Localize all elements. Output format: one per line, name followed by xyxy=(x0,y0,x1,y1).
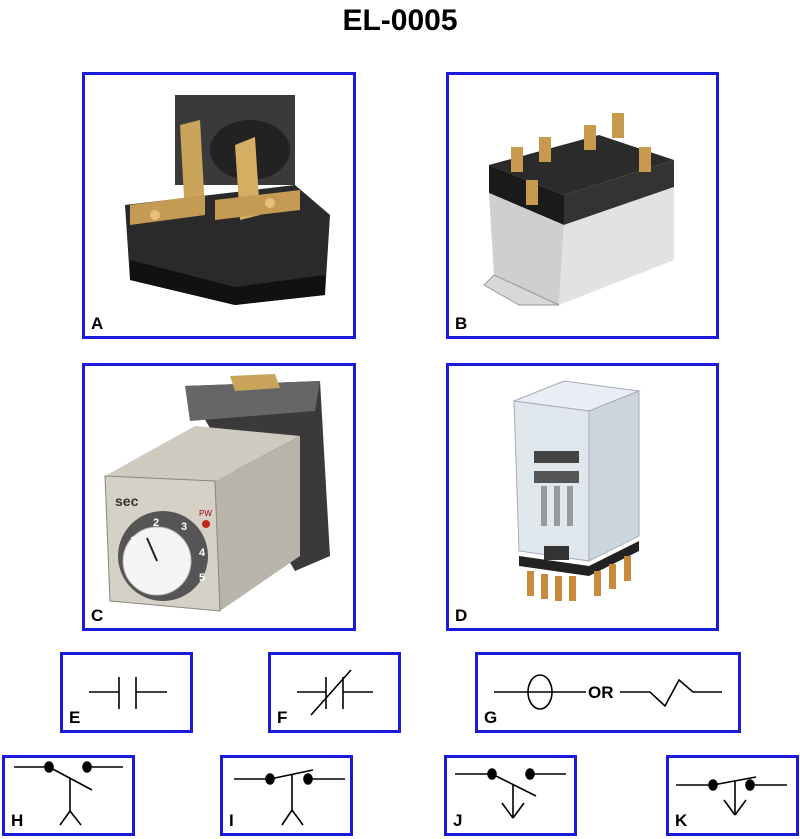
panel-label: E xyxy=(69,708,81,727)
dial-number: 1 xyxy=(130,535,136,547)
panel-c-timer-relay: sec PW 1 2 3 4 5 C xyxy=(82,363,356,631)
dial-number: 3 xyxy=(181,521,187,533)
panel-label: A xyxy=(91,314,104,333)
coil-zigzag-icon xyxy=(620,678,722,708)
panel-label: D xyxy=(455,606,468,625)
panel-label: H xyxy=(11,811,24,830)
panel-label: J xyxy=(453,811,463,830)
panel-g-coil-symbols: OR G xyxy=(475,652,741,733)
enclosed-relay-image xyxy=(483,113,674,306)
worksheet-title: EL-0005 xyxy=(342,4,458,37)
coil-symbols: OR xyxy=(494,674,722,710)
panel-label: F xyxy=(277,708,288,727)
panel-h-switch-symbol: H xyxy=(2,755,135,836)
normally-closed-switch-symbol xyxy=(234,769,345,826)
power-indicator-text: PW xyxy=(199,509,212,518)
panel-j-switch-symbol: J xyxy=(444,755,577,836)
dial-number: 2 xyxy=(153,517,159,529)
dial-number: 5 xyxy=(199,572,205,584)
timer-unit-text: sec xyxy=(115,493,139,509)
panel-b-enclosed-relay: B xyxy=(446,72,719,339)
normally-open-switch-arrow-symbol xyxy=(455,768,566,819)
panel-d-ice-cube-relay: D xyxy=(446,363,719,631)
panel-f-normally-closed-contact: F xyxy=(268,652,401,733)
timer-relay-image: sec PW 1 2 3 4 5 xyxy=(104,374,330,612)
panel-k-switch-symbol: K xyxy=(666,755,799,836)
dial-number: 4 xyxy=(199,547,206,559)
panel-e-normally-open-contact: E xyxy=(60,652,193,733)
normally-closed-switch-arrow-symbol xyxy=(676,776,787,816)
panel-label: C xyxy=(91,606,104,625)
ice-cube-relay-image xyxy=(512,380,641,601)
panel-i-switch-symbol: I xyxy=(220,755,353,836)
normally-open-switch-symbol xyxy=(14,761,123,826)
normally-closed-contact-symbol xyxy=(297,669,373,716)
panel-label: I xyxy=(229,811,234,830)
panel-label: G xyxy=(484,708,498,727)
normally-open-contact-symbol xyxy=(89,677,167,709)
panel-a-open-frame-relay: A xyxy=(82,72,356,339)
or-text: OR xyxy=(588,683,614,702)
panel-label: K xyxy=(675,811,688,830)
panel-label: B xyxy=(455,314,468,333)
open-frame-relay-image xyxy=(125,95,330,305)
coil-circle-icon xyxy=(527,674,553,710)
